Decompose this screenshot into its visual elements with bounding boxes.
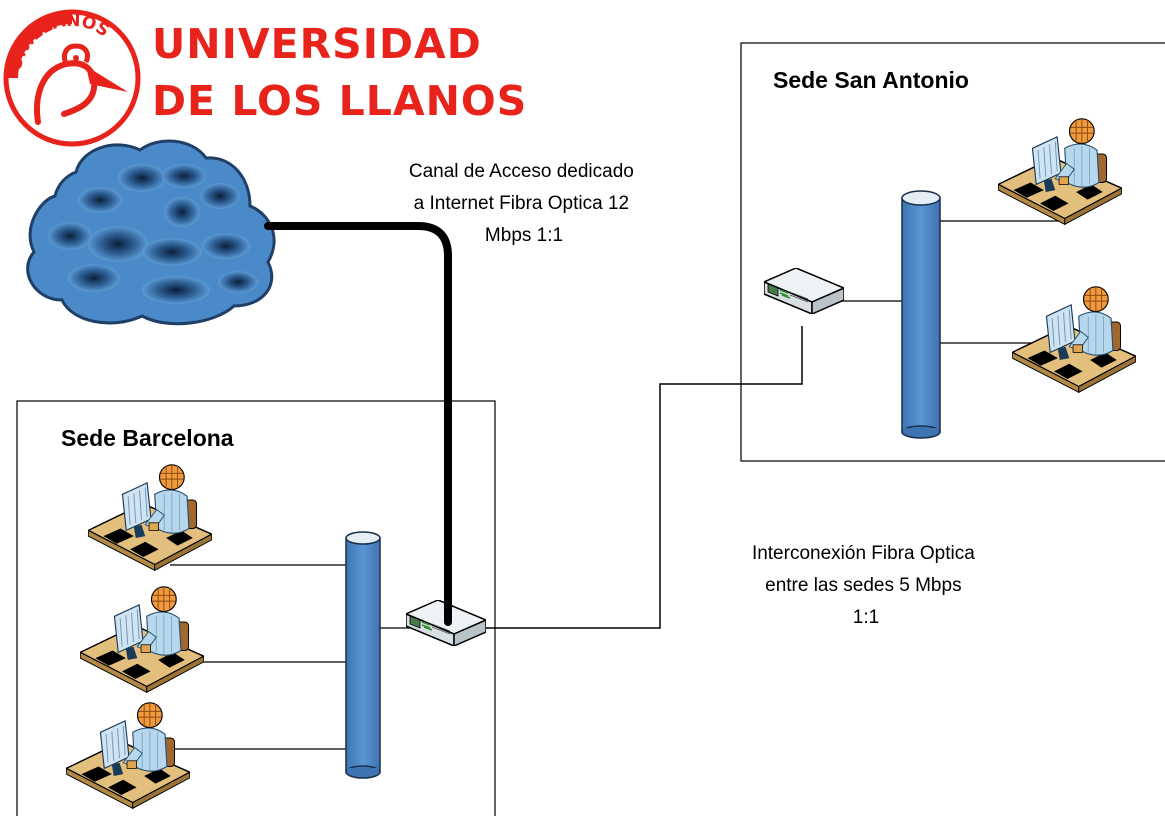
university-logo: UNILLANOS UNIVERSIDAD DE LOS LLANOS (3, 9, 527, 147)
internet-link-label: Canal de Acceso dedicado a Internet Fibr… (409, 161, 639, 246)
site-title-san-antonio: Sede San Antonio (773, 67, 969, 93)
site-title-barcelona: Sede Barcelona (61, 425, 234, 451)
logo-line2: DE LOS LLANOS (152, 77, 527, 125)
workstation-icon (998, 118, 1122, 226)
internet-fiber-line (264, 222, 452, 626)
logo-line1: UNIVERSIDAD (152, 20, 482, 68)
site-box-san-antonio (740, 42, 1165, 462)
switch-san-antonio-icon (764, 268, 844, 314)
unillanos-seal-icon: UNILLANOS (3, 9, 141, 147)
backbone-san-antonio (901, 190, 941, 439)
workstation-icon (66, 702, 190, 810)
site-box-barcelona (16, 400, 496, 816)
workstation-icon (80, 586, 204, 694)
interconnect-link-label: Interconexión Fibra Optica entre las sed… (752, 543, 980, 628)
workstation-icon (1012, 286, 1136, 394)
backbone-barcelona (345, 531, 381, 779)
workstation-icon (88, 464, 212, 572)
intersite-fiber-line (484, 326, 803, 629)
internet-cloud-icon (26, 139, 276, 326)
